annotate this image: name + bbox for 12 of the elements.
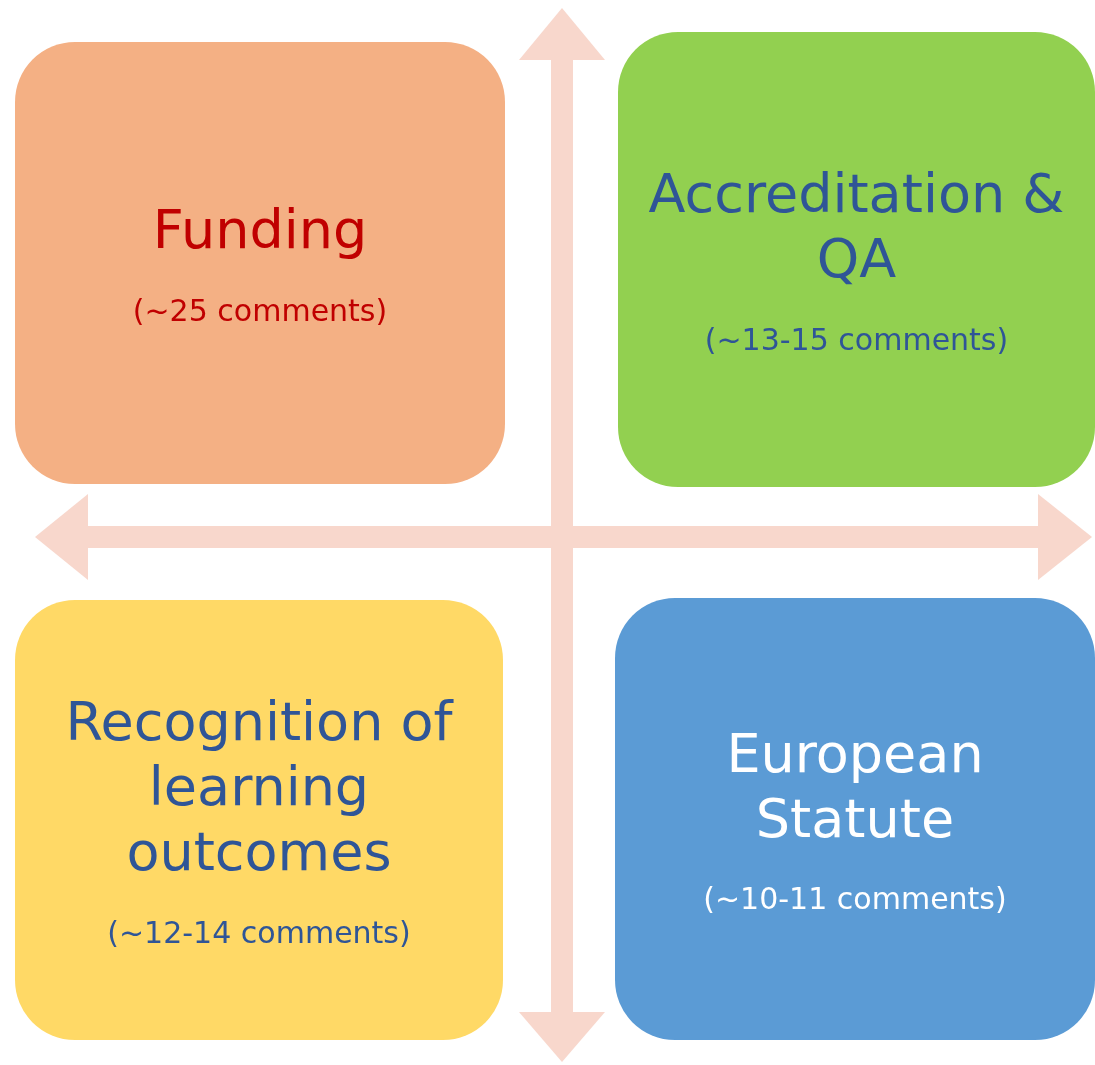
comment-count: (~25 comments) bbox=[132, 292, 388, 328]
topic-title: European Statute bbox=[725, 721, 985, 852]
comment-count: (~12-14 comments) bbox=[107, 914, 411, 950]
topic-title: Recognition of learning outcomes bbox=[64, 690, 455, 885]
comment-count: (~10-11 comments) bbox=[703, 881, 1007, 917]
topic-box bbox=[15, 42, 505, 484]
topic-box bbox=[618, 32, 1095, 487]
topic-title: Funding bbox=[152, 198, 368, 263]
topic-title: Accreditation & QA bbox=[647, 162, 1066, 292]
comment-count: (~13-15 comments) bbox=[704, 321, 1009, 357]
topic-box bbox=[15, 600, 503, 1040]
topic-box bbox=[615, 598, 1095, 1040]
